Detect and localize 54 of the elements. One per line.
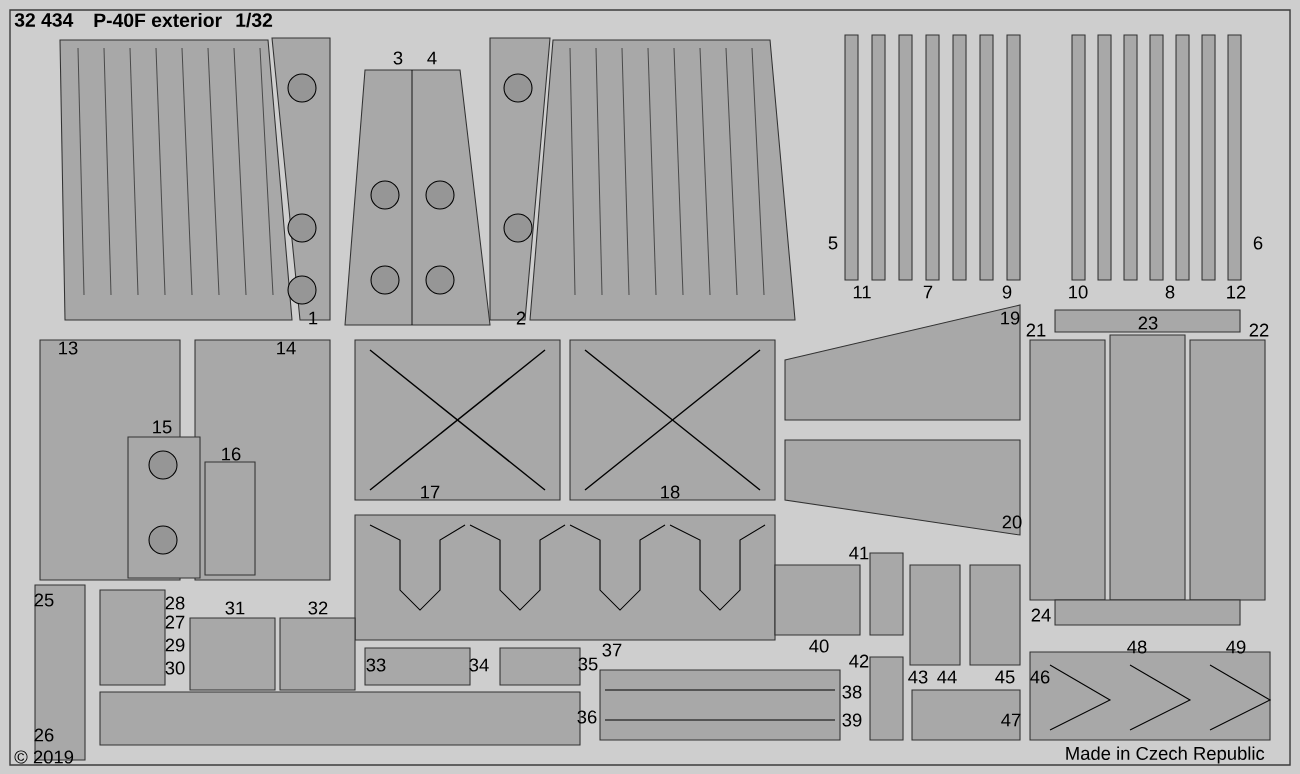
catalog-number: 32 434 [14,13,74,27]
callout-number: 7 [923,285,933,299]
callout-number: 42 [849,654,869,668]
callout-number: 6 [1253,236,1263,250]
copyright-text: © 2019 [14,750,74,764]
callout-number: 13 [59,341,78,355]
callout-number: 10 [1069,285,1088,299]
callout-number: 8 [1165,285,1175,299]
callout-number: 32 [308,601,328,615]
callout-number: 37 [602,643,622,657]
callout-number: 38 [842,685,862,699]
callout-number: 17 [421,485,440,499]
scale-text: 1/32 [236,12,273,28]
callout-number: 30 [165,661,185,675]
callout-number: 36 [577,710,597,724]
callout-number: 9 [1002,285,1012,299]
callout-number: 19 [1001,311,1020,325]
callout-number: 24 [1031,608,1051,622]
callout-number: 31 [225,601,245,615]
callout-number: 14 [277,341,296,355]
callout-number: 25 [34,593,54,607]
callout-number: 22 [1249,323,1269,337]
callout-number: 35 [578,657,598,671]
origin-text: Made in Czech Republic [1066,746,1265,764]
callout-number: 5 [828,236,838,250]
callout-number: 26 [34,728,54,742]
callout-number: 16 [222,447,241,461]
callout-number: 39 [842,713,862,727]
callout-number: 45 [995,670,1015,684]
callout-number: 46 [1030,670,1050,684]
callout-number: 1 [309,311,318,325]
callout-number: 44 [937,670,957,684]
callout-number: 48 [1127,640,1147,654]
callout-number: 41 [849,546,869,560]
callout-number: 28 [165,596,185,610]
callout-number: 20 [1002,515,1022,529]
callout-number: 2 [516,311,526,325]
callout-number: 11 [853,285,871,299]
callout-number: 29 [165,638,185,652]
callout-number: 43 [908,670,928,684]
callout-number: 4 [427,51,437,65]
callout-number: 33 [366,658,386,672]
callout-number: 23 [1138,316,1158,330]
callout-number: 49 [1226,640,1246,654]
callout-number: 3 [393,51,403,65]
callout-number: 15 [153,420,172,434]
title-text: P-40F exterior [94,12,222,28]
callout-number: 34 [469,658,489,672]
callout-number: 47 [1001,713,1021,727]
callout-number: 40 [809,639,829,653]
callout-number: 21 [1026,323,1046,337]
callout-number: 27 [165,615,185,629]
callout-number: 18 [661,485,680,499]
callout-number: 12 [1227,285,1246,299]
